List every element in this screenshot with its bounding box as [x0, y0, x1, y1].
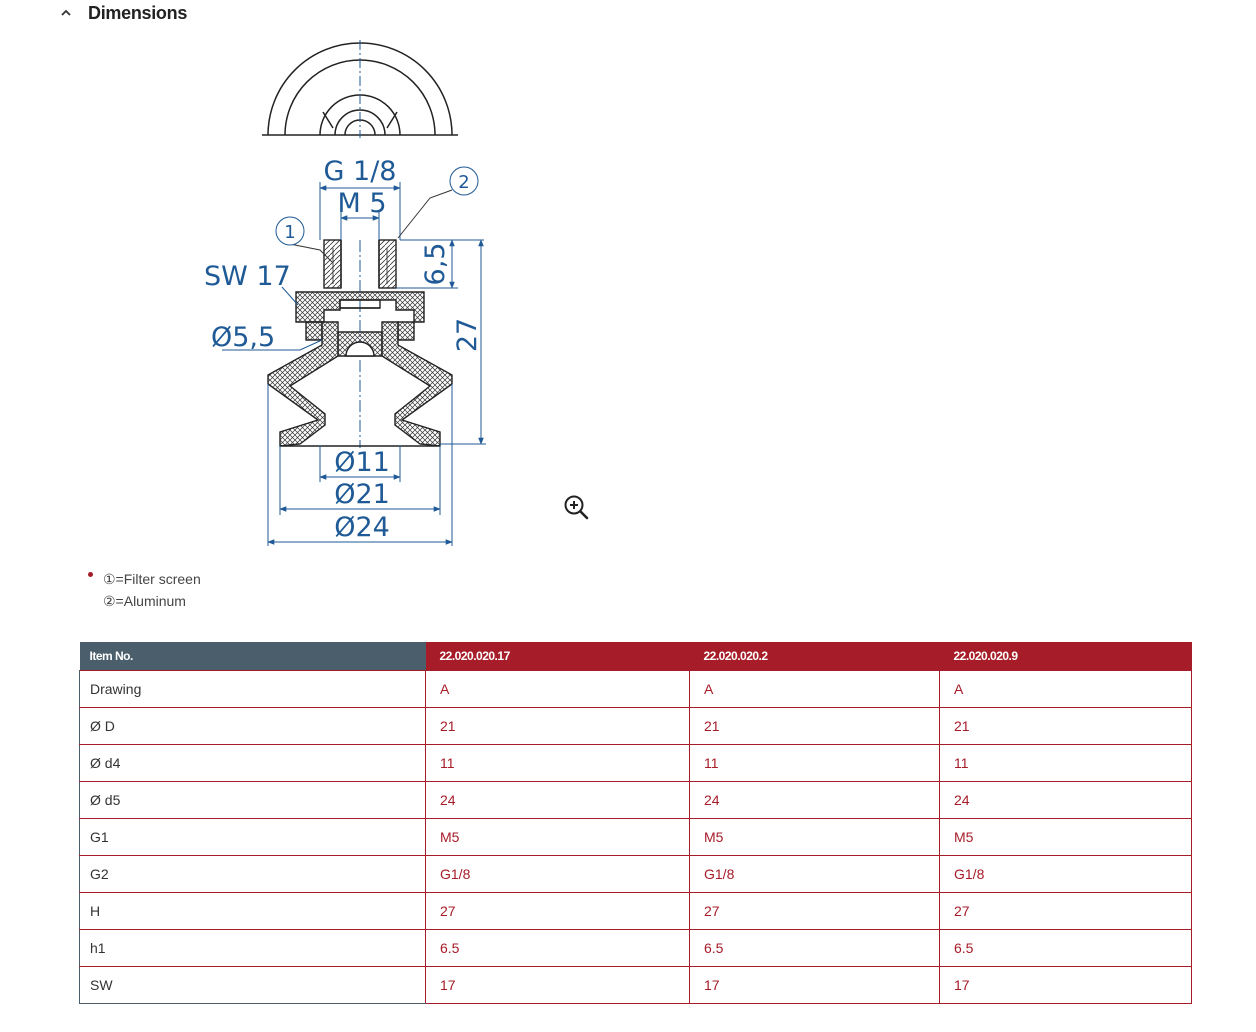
row-value: 11 — [425, 744, 690, 782]
dim-d21: Ø21 — [334, 479, 390, 510]
row-value: 24 — [939, 781, 1192, 819]
note-aluminum: ②=Aluminum — [103, 593, 186, 609]
row-value: 17 — [939, 966, 1192, 1004]
note-filter-screen: ①=Filter screen — [103, 571, 201, 587]
row-value: 27 — [689, 892, 940, 930]
row-value: M5 — [689, 818, 940, 856]
row-value: G1/8 — [689, 855, 940, 893]
row-value: 17 — [689, 966, 940, 1004]
row-value: M5 — [939, 818, 1192, 856]
dim-g18: G 1/8 — [324, 156, 397, 187]
row-label: G1 — [79, 818, 426, 856]
dim-h27: 27 — [452, 318, 483, 352]
callout-2: 2 — [458, 172, 469, 193]
header-item-1: 22.020.020.17 — [425, 642, 690, 671]
row-label: h1 — [79, 929, 426, 967]
header-item-3: 22.020.020.9 — [939, 642, 1192, 671]
zoom-in-icon[interactable] — [562, 493, 590, 521]
dim-h65: 6,5 — [420, 243, 451, 286]
notes-list: ①=Filter screen ②=Aluminum — [88, 568, 201, 612]
table-header-row: Item No. 22.020.020.17 22.020.020.2 22.0… — [79, 642, 1192, 671]
row-value: A — [425, 670, 690, 708]
row-value: 11 — [939, 744, 1192, 782]
row-value: 24 — [425, 781, 690, 819]
bellows — [267, 321, 453, 447]
row-value: G1/8 — [425, 855, 690, 893]
row-value: 24 — [689, 781, 940, 819]
dim-sw17: SW 17 — [204, 261, 291, 292]
bullet-dot — [88, 572, 93, 577]
row-value: 17 — [425, 966, 690, 1004]
top-view — [262, 40, 458, 138]
chevron-up-icon[interactable] — [58, 5, 74, 21]
row-label: Ø d4 — [79, 744, 426, 782]
row-value: 27 — [425, 892, 690, 930]
dimension-drawing: G 1/8 M 5 SW 17 Ø5,5 6,5 27 Ø11 Ø21 Ø24 … — [204, 40, 486, 546]
row-label: G2 — [79, 855, 426, 893]
row-value: A — [939, 670, 1192, 708]
row-label: Ø d5 — [79, 781, 426, 819]
row-value: M5 — [425, 818, 690, 856]
row-label: H — [79, 892, 426, 930]
dim-m5: M 5 — [337, 188, 386, 219]
row-value: 11 — [689, 744, 940, 782]
row-label: SW — [79, 966, 426, 1004]
row-value: 21 — [939, 707, 1192, 745]
row-value: 27 — [939, 892, 1192, 930]
dimension-lines — [222, 182, 486, 546]
dim-d24: Ø24 — [334, 512, 390, 543]
section-title: Dimensions — [88, 2, 188, 23]
header-item-no: Item No. — [79, 642, 426, 671]
dimensions-section-header[interactable]: Dimensions — [58, 0, 187, 26]
dimensions-table: Item No. 22.020.020.17 22.020.020.2 22.0… — [79, 642, 1192, 1004]
row-label: Drawing — [79, 670, 426, 708]
row-value: 21 — [425, 707, 690, 745]
row-value: A — [689, 670, 940, 708]
dim-d55: Ø5,5 — [211, 322, 275, 353]
row-value: 6.5 — [425, 929, 690, 967]
row-value: 21 — [689, 707, 940, 745]
callout-1: 1 — [284, 222, 295, 243]
dim-d11: Ø11 — [334, 447, 390, 478]
row-value: 6.5 — [689, 929, 940, 967]
fitting-upper — [323, 239, 397, 289]
row-value: G1/8 — [939, 855, 1192, 893]
row-value: 6.5 — [939, 929, 1192, 967]
header-item-2: 22.020.020.2 — [689, 642, 940, 671]
row-label: Ø D — [79, 707, 426, 745]
